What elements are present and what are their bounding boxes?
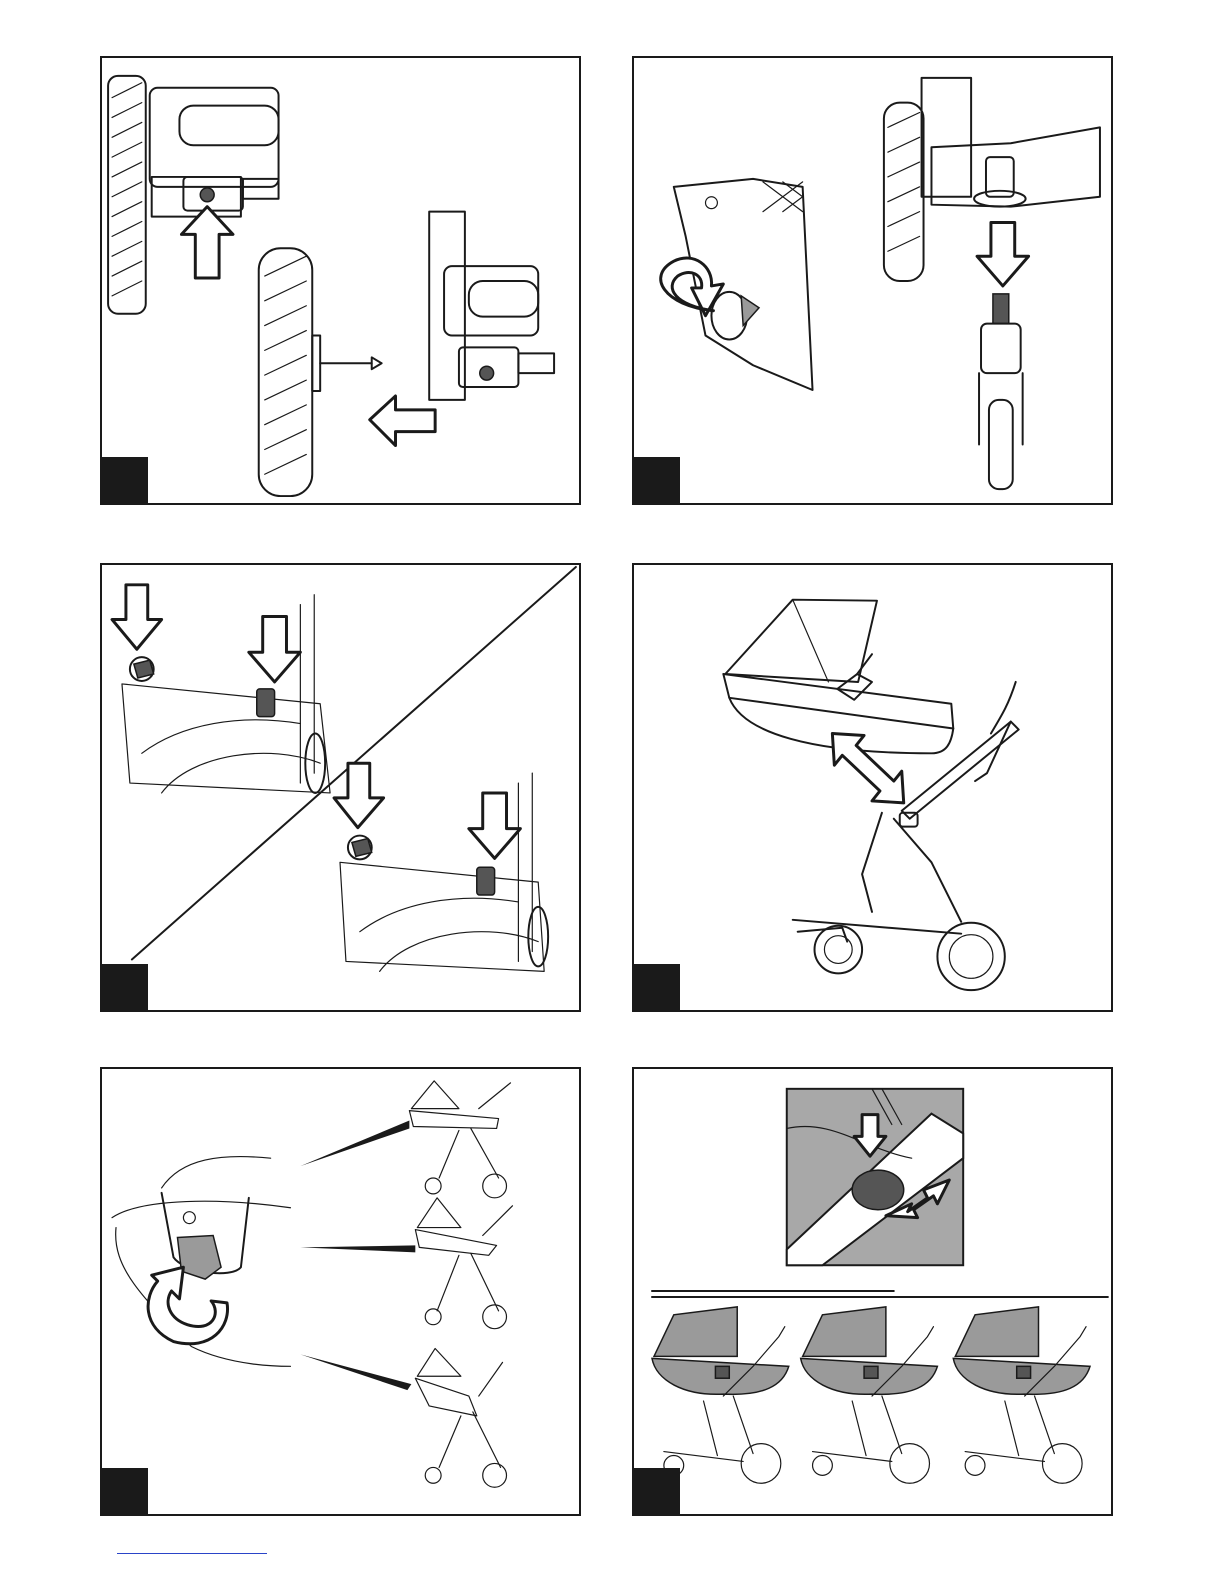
step-number-badge	[634, 964, 680, 1010]
illustration-panel-6	[632, 1067, 1113, 1516]
step-number-badge	[102, 964, 148, 1010]
illustration-panel-2	[632, 56, 1113, 505]
step-number-badge	[634, 1468, 680, 1514]
illustration-panel-3	[100, 563, 581, 1012]
illustration-panel-4	[632, 563, 1113, 1012]
illustration-panel-1	[100, 56, 581, 505]
handle-position-icon	[634, 1069, 1111, 1514]
carrycot-attach-icon	[634, 565, 1111, 1010]
step-number-badge	[102, 1468, 148, 1514]
footer-link-underline[interactable]	[117, 1553, 267, 1554]
brake-lock-icon	[102, 565, 579, 1010]
rear-wheel-removal-icon	[102, 58, 579, 503]
step-number-badge	[102, 457, 148, 503]
step-number-badge	[634, 457, 680, 503]
recline-adjust-icon	[102, 1069, 579, 1514]
front-wheel-removal-icon	[634, 58, 1111, 503]
illustration-panel-5	[100, 1067, 581, 1516]
